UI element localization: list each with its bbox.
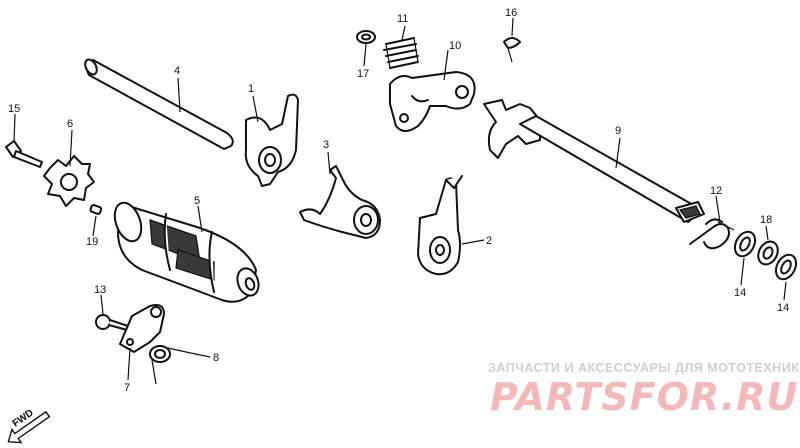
watermark: ЗАПЧАСТИ И АКСЕССУАРЫ ДЛЯ МОТОТЕХНИКИ PA… [488, 361, 800, 419]
part-15-bolt [5, 140, 43, 168]
part-16-clip [503, 37, 521, 63]
part-14-washer-a [733, 230, 757, 258]
part-2-shift-fork [417, 175, 463, 276]
callout-4: 4 [174, 65, 180, 77]
leader-lines [13, 17, 787, 381]
watermark-brand: PARTSFOR.RU [490, 375, 798, 419]
part-10-stopper-arm [389, 71, 476, 132]
part-18-collar [757, 240, 779, 266]
part-4-fork-shaft [84, 58, 234, 150]
callout-19: 19 [86, 236, 98, 248]
part-12-return-spring [689, 218, 735, 250]
callout-12: 12 [710, 185, 722, 197]
callout-14-b: 14 [777, 302, 789, 314]
part-1-shift-fork [244, 93, 299, 187]
callout-13: 13 [94, 284, 106, 296]
callout-1: 1 [248, 83, 254, 95]
callout-3: 3 [323, 139, 329, 151]
part-6-star-plate [43, 155, 95, 207]
callout-15: 15 [8, 103, 20, 115]
callout-7: 7 [124, 382, 130, 394]
callout-5: 5 [194, 195, 200, 207]
callout-11: 11 [397, 13, 408, 25]
arrow-icon [7, 410, 51, 444]
part-5-shift-drum [113, 201, 260, 303]
callout-10: 10 [449, 40, 461, 52]
callout-9: 9 [615, 125, 621, 137]
part-8-spring [149, 345, 187, 385]
part-11-spring [383, 37, 419, 69]
callout-16: 16 [505, 7, 517, 19]
callout-2: 2 [486, 235, 492, 247]
part-14-washer-b [774, 253, 798, 281]
callout-6: 6 [67, 118, 73, 130]
part-19-pin [89, 204, 103, 215]
part-7-stopper-plate [119, 304, 165, 353]
callout-8: 8 [213, 352, 219, 364]
part-13-bolt [95, 314, 129, 331]
fwd-arrow: FWD [7, 408, 51, 444]
callout-labels: 1 2 3 4 5 6 7 8 9 10 11 12 13 14 14 15 1… [8, 7, 789, 394]
part-9-gearshift-spindle [483, 99, 705, 223]
callout-14-a: 14 [734, 287, 746, 299]
callout-18: 18 [760, 214, 772, 226]
callout-17: 17 [357, 68, 369, 80]
part-3-shift-fork [299, 165, 381, 239]
part-17-washer [356, 30, 376, 44]
watermark-caption: ЗАПЧАСТИ И АКСЕССУАРЫ ДЛЯ МОТОТЕХНИКИ [488, 361, 800, 375]
